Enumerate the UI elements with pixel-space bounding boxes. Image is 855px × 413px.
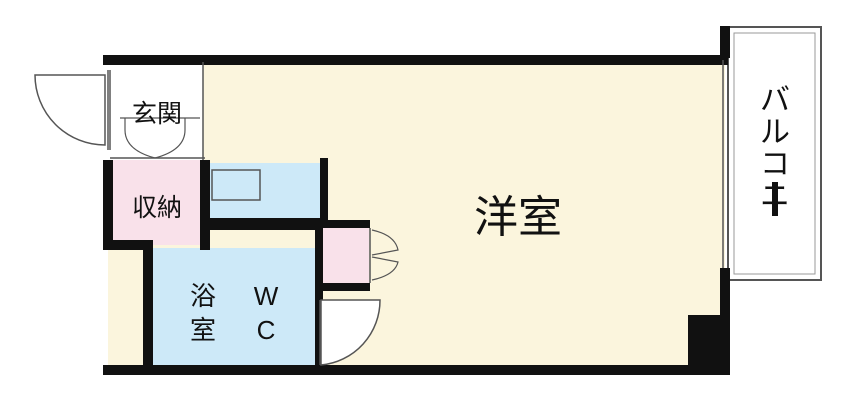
bath-door xyxy=(320,299,381,366)
balcony-label: バ ル コ ニ xyxy=(760,83,790,216)
storage-label: 収納 xyxy=(132,193,182,222)
closet-floor xyxy=(321,227,369,285)
partition-lines xyxy=(107,60,724,365)
wc-label-line1: W xyxy=(254,281,279,311)
balcony-outline xyxy=(727,26,822,281)
closet-doors xyxy=(371,229,399,281)
balcony-inner-rail xyxy=(733,32,816,275)
kitchen-sink xyxy=(211,169,261,201)
interior-walls xyxy=(200,158,370,375)
storage-floor xyxy=(110,160,205,245)
entrance-floor xyxy=(108,60,203,160)
svg-text:ル: ル xyxy=(760,115,790,150)
entrance-label: 玄関 xyxy=(132,99,182,128)
exterior-walls xyxy=(103,26,730,375)
bath-label-line2: 室 xyxy=(190,316,216,346)
svg-text:バ: バ xyxy=(760,83,790,118)
bath-wc-floor xyxy=(148,248,315,368)
balcony-floor xyxy=(727,26,822,281)
western-room-label: 洋室 xyxy=(474,192,562,243)
kitchen-counter xyxy=(206,163,322,221)
bath-label-line1: 浴 xyxy=(190,282,216,312)
wc-label-line2: C xyxy=(257,315,276,345)
entrance-door xyxy=(34,74,106,146)
svg-text:コ: コ xyxy=(760,147,790,182)
shoe-cabinet-doors xyxy=(120,117,200,159)
